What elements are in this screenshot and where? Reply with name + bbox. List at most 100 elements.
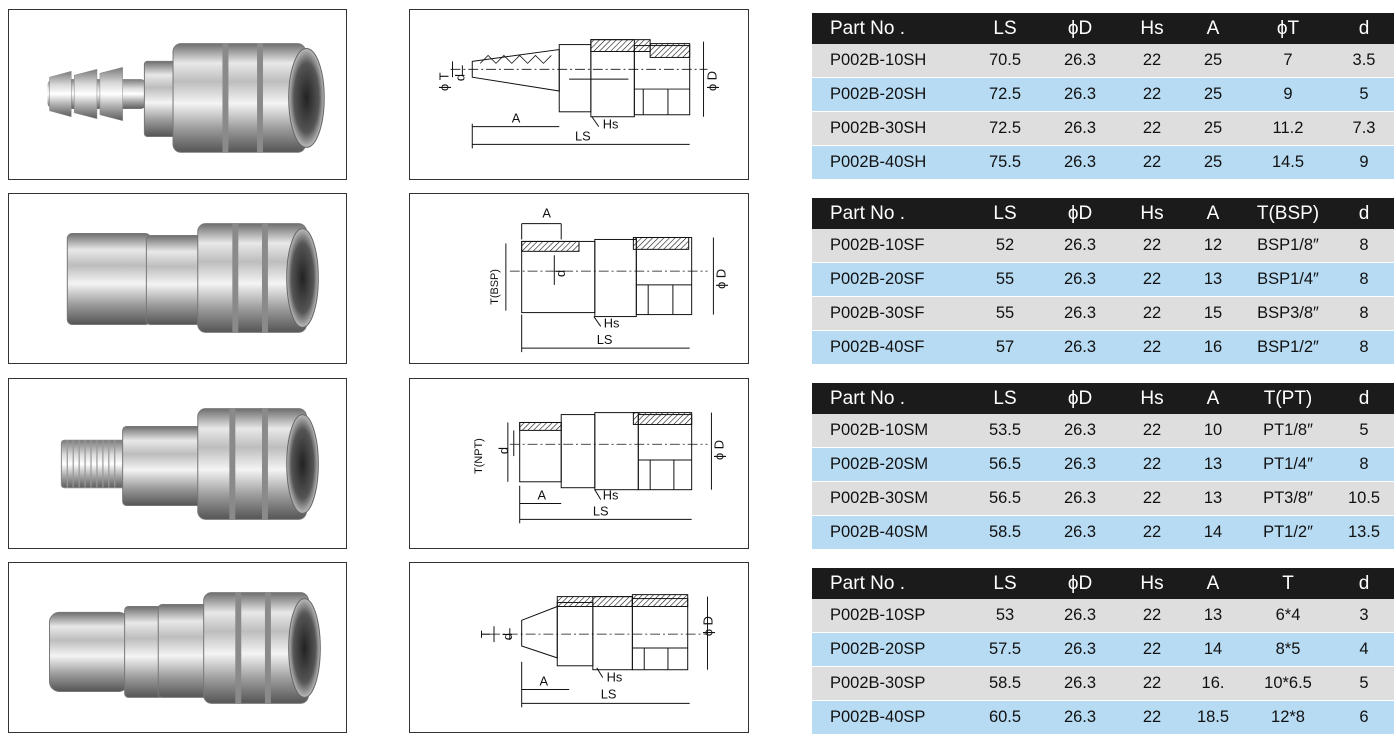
cell-d: 5 (1334, 77, 1394, 112)
cell-phi-d: 26.3 (1040, 77, 1120, 112)
header-t: T(BSP) (1242, 198, 1334, 229)
cell-d: 8 (1334, 262, 1394, 297)
cell-d: 8 (1334, 296, 1394, 331)
cell-hs: 22 (1120, 414, 1184, 448)
header-a: A (1184, 13, 1242, 44)
cell-hs: 22 (1120, 515, 1184, 550)
cell-t: 6*4 (1242, 599, 1334, 633)
product-photo-sf (8, 193, 347, 364)
hex-nut (122, 425, 207, 506)
cell-part-no: P002B-20SH (812, 77, 970, 112)
cell-t: 8*5 (1242, 632, 1334, 667)
product-photo-sh (8, 9, 347, 180)
header-part-no: Part No . (812, 13, 970, 44)
cell-phi-d: 26.3 (1040, 44, 1120, 78)
cell-phi-d: 26.3 (1040, 330, 1120, 365)
header-hs: Hs (1120, 13, 1184, 44)
cell-ls: 60.5 (970, 700, 1040, 735)
drawing-label-phi-d: ϕ D (704, 71, 719, 91)
drawing-label-d: d (553, 270, 568, 277)
cell-d: 8 (1334, 447, 1394, 482)
drawing-label-d: d (452, 74, 467, 81)
header-a: A (1184, 383, 1242, 414)
cell-phi-d: 26.3 (1040, 229, 1120, 263)
header-t: T(PT) (1242, 383, 1334, 414)
cell-ls: 58.5 (970, 515, 1040, 550)
cell-d: 9 (1334, 145, 1394, 180)
drawing-label-t: T (478, 630, 493, 638)
product-photo-sm (8, 378, 347, 549)
hose-barb (47, 67, 147, 122)
cell-d: 5 (1334, 414, 1394, 448)
drawing-label-hs: Hs (603, 488, 619, 503)
cell-a: 13 (1184, 599, 1242, 633)
cell-ls: 72.5 (970, 111, 1040, 146)
cell-phi-d: 26.3 (1040, 145, 1120, 180)
tech-drawing-sh: ϕ T d ϕ D A Hs LS (409, 9, 749, 180)
cell-ls: 56.5 (970, 481, 1040, 516)
cell-a: 25 (1184, 145, 1242, 180)
coupler-bore (288, 598, 321, 698)
cell-d: 3 (1334, 599, 1394, 633)
header-d: d (1334, 13, 1394, 44)
header-t: T (1242, 568, 1334, 599)
cell-phi-d: 26.3 (1040, 599, 1120, 633)
cell-ls: 56.5 (970, 447, 1040, 482)
cell-ls: 72.5 (970, 77, 1040, 112)
header-phi-d: ϕD (1040, 198, 1120, 229)
cell-ls: 53 (970, 599, 1040, 633)
drawing-label-phi-d: ϕ D (713, 269, 728, 289)
cell-a: 16. (1184, 666, 1242, 701)
cell-part-no: P002B-10SM (812, 414, 970, 448)
coupler-neck (157, 604, 209, 698)
header-a: A (1184, 198, 1242, 229)
drawing-label-phi-d: ϕ D (700, 616, 715, 636)
cell-a: 15 (1184, 296, 1242, 331)
tech-drawing-sm: T(NPT) d ϕ D A Hs LS (409, 378, 749, 549)
cell-t: 10*6.5 (1242, 666, 1334, 701)
cell-a: 14 (1184, 515, 1242, 550)
cell-part-no: P002B-30SM (812, 481, 970, 516)
header-ls: LS (970, 383, 1040, 414)
cell-ls: 70.5 (970, 44, 1040, 78)
coupler-body (172, 43, 306, 153)
cell-a: 25 (1184, 111, 1242, 146)
drawing-label-ls: LS (593, 503, 609, 518)
cell-part-no: P002B-40SF (812, 330, 970, 365)
header-d: d (1334, 383, 1394, 414)
cell-hs: 22 (1120, 632, 1184, 667)
header-hs: Hs (1120, 198, 1184, 229)
drawing-label-d: d (496, 447, 511, 454)
cell-phi-d: 26.3 (1040, 111, 1120, 146)
drawing-label-d: d (500, 633, 515, 640)
cell-part-no: P002B-20SM (812, 447, 970, 482)
tech-drawing-sp: T d ϕ D A Hs LS (409, 562, 749, 733)
cell-t: BSP1/4″ (1242, 262, 1334, 297)
cell-t: BSP1/8″ (1242, 229, 1334, 263)
cell-hs: 22 (1120, 481, 1184, 516)
drawing-label-a: A (539, 674, 548, 689)
cell-d: 8 (1334, 229, 1394, 263)
drawing-label-phi-d: ϕ D (711, 440, 726, 460)
cell-d: 4 (1334, 632, 1394, 667)
cell-hs: 22 (1120, 447, 1184, 482)
cell-a: 13 (1184, 262, 1242, 297)
cell-ls: 55 (970, 262, 1040, 297)
cell-ls: 57.5 (970, 632, 1040, 667)
header-a: A (1184, 568, 1242, 599)
cell-t: 14.5 (1242, 145, 1334, 180)
cell-a: 16 (1184, 330, 1242, 365)
cell-hs: 22 (1120, 262, 1184, 297)
cell-t: 9 (1242, 77, 1334, 112)
header-part-no: Part No . (812, 383, 970, 414)
